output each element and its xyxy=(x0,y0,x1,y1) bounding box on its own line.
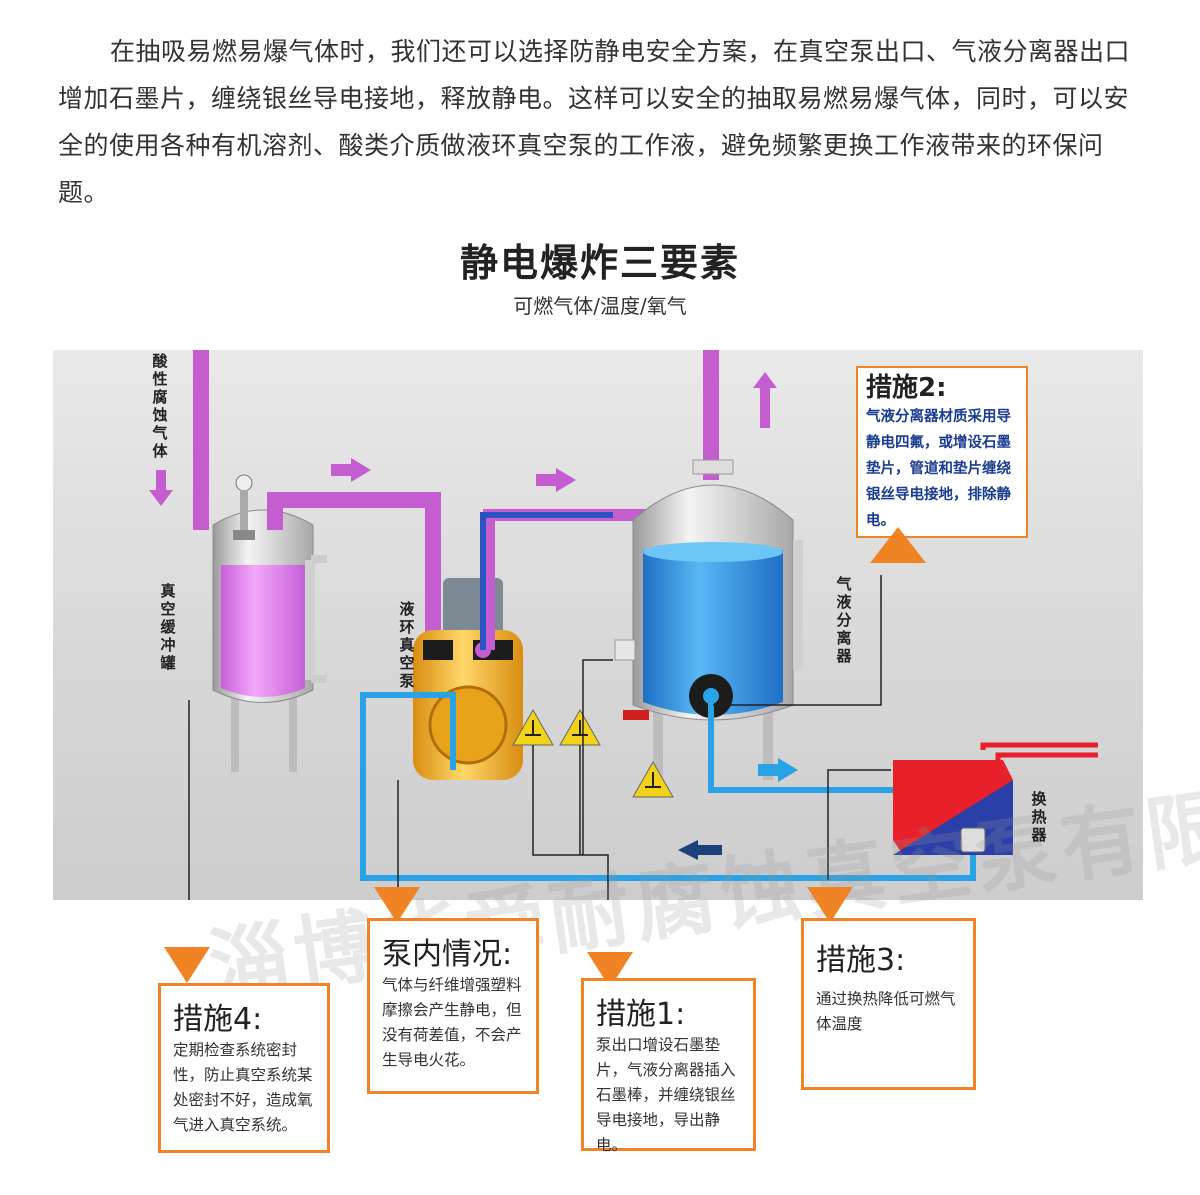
arrow-up-triangle-icon xyxy=(870,527,926,563)
measure-2-text: 气液分离器材质采用导静电四氟，或增设石墨垫片，管道和垫片缠绕银丝导电接地，排除静… xyxy=(866,409,1011,529)
intro-paragraph: 在抽吸易燃易爆气体时，我们还可以选择防静电安全方案，在真空泵出口、气液分离器出口… xyxy=(58,37,1131,207)
process-diagram: 淄博华舜耐腐蚀真空泵有限公司 酸性腐蚀气体 真空缓冲罐 液环真空泵 气液分离器 … xyxy=(53,350,1200,1014)
page-subtitle: 可燃气体/温度/氧气 xyxy=(513,294,687,318)
measure-2-title: 措施2: xyxy=(866,373,947,403)
measure-3-title: 措施3: xyxy=(816,943,906,978)
measure-1-text: 泵出口增设石墨垫片，气液分离器插入石墨棒，并缠绕银丝导电接地，导出静电。 xyxy=(596,1036,736,1154)
measure-1-box: 措施1: 泵出口增设石墨垫片，气液分离器插入石墨棒，并缠绕银丝导电接地，导出静电… xyxy=(581,978,756,1154)
up-arrow-icon xyxy=(753,372,777,428)
measure-4-title: 措施4: xyxy=(173,1002,263,1037)
buffer-tank-label: 真空缓冲罐 xyxy=(160,582,176,672)
measure-3-box: 措施3: 通过换热降低可燃气体温度 xyxy=(801,918,976,1090)
exchanger-label: 换热器 xyxy=(1031,790,1047,844)
separator-outlet-pipe xyxy=(703,350,719,480)
heat-exchanger-icon xyxy=(893,742,1098,855)
measure-4-box: 措施4: 定期检查系统密封性，防止真空系统某处密封不好，造成氧气进入真空系统。 xyxy=(158,983,330,1153)
pump-condition-box: 泵内情况: 气体与纤维增强塑料摩擦会产生静电，但没有荷差值，不会产生导电火花。 xyxy=(367,918,539,1094)
measure-3-text: 通过换热降低可燃气体温度 xyxy=(816,990,956,1033)
pump-condition-text: 气体与纤维增强塑料摩擦会产生静电，但没有荷差值，不会产生导电火花。 xyxy=(382,976,522,1069)
leader-line-m1 xyxy=(532,745,609,900)
ground-symbol-icon-2 xyxy=(559,708,601,746)
measure-2-box: 措施2: 气液分离器材质采用导静电四氟，或增设石墨垫片，管道和垫片缠绕银丝导电接… xyxy=(856,366,1028,538)
page-title: 静电爆炸三要素 xyxy=(459,241,740,285)
buffer-tank-icon xyxy=(212,474,327,772)
triangle-down-icon-pump xyxy=(374,887,420,923)
triangle-down-icon-m3 xyxy=(807,887,853,923)
leader-line-m2 xyxy=(713,575,882,706)
acid-gas-inlet-pipe xyxy=(193,350,209,530)
process-diagram-svg xyxy=(149,350,1098,900)
pump-condition-title: 泵内情况: xyxy=(382,937,513,972)
ground-symbol-icon-1 xyxy=(512,708,554,746)
left-arrow-icon xyxy=(678,840,722,860)
measure-1-title: 措施1: xyxy=(596,997,686,1032)
triangle-down-icon-m1 xyxy=(587,952,633,988)
ground-symbol-icon-3 xyxy=(632,760,674,798)
right-arrow-icon xyxy=(331,458,371,482)
right-arrow-icon-2 xyxy=(536,468,576,492)
acid-gas-label: 酸性腐蚀气体 xyxy=(152,352,168,460)
separator-label: 气液分离器 xyxy=(836,575,852,665)
gas-liquid-separator-icon xyxy=(614,459,803,780)
triangle-down-icon-m4 xyxy=(164,947,210,983)
measure-4-text: 定期检查系统密封性，防止真空系统某处密封不好，造成氧气进入真空系统。 xyxy=(173,1041,313,1134)
right-arrow-icon-3 xyxy=(758,758,798,782)
down-arrow-icon xyxy=(149,470,173,506)
leader-line-m3 xyxy=(827,769,891,880)
pump-label: 液环真空泵 xyxy=(399,600,415,690)
liquid-ring-pump-icon xyxy=(413,630,523,780)
